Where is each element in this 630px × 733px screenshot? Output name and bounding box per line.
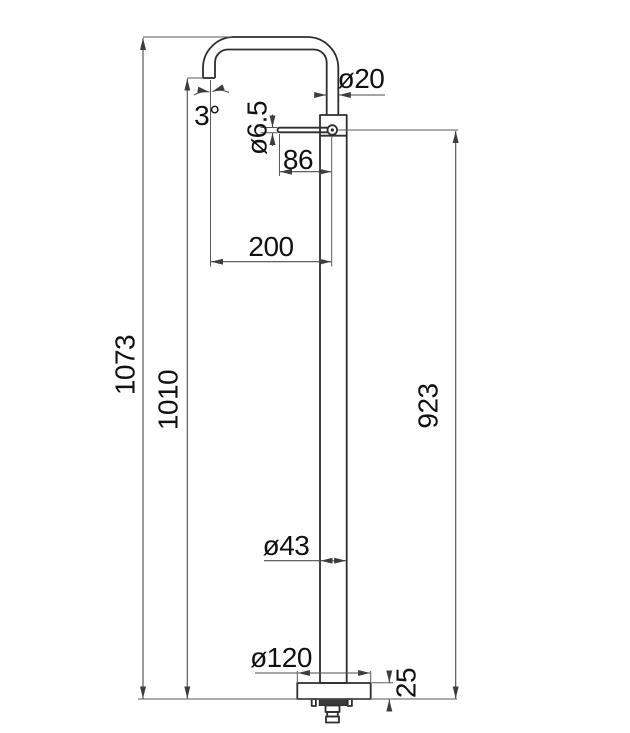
dim-lever-height: 923 <box>337 129 459 699</box>
base-plate <box>296 682 372 700</box>
dim-lever-rod-diameter-label: ø6.5 <box>241 101 272 155</box>
column <box>319 114 348 684</box>
dim-spout-outlet-height-label: 1010 <box>152 370 183 430</box>
dim-lever-rod-diameter: ø6.5 <box>241 101 278 155</box>
dim-spout-reach-label: 200 <box>248 231 293 262</box>
spout-inner-contour <box>214 48 328 115</box>
dim-lever-length: 86 <box>279 134 333 267</box>
underfloor-tab-left <box>310 698 317 707</box>
dim-spout-angle-label: 3° <box>194 100 220 131</box>
dim-column-diameter: ø43 <box>263 530 347 564</box>
dim-spout-tube-diameter: ø20 <box>314 63 385 98</box>
dim-lever-length-label: 86 <box>283 144 313 175</box>
dim-lever-height-label: 923 <box>412 383 443 428</box>
spout-outer-contour <box>202 36 340 115</box>
dim-total-height: 1073 <box>109 36 232 699</box>
drain-threaded-stub <box>324 704 341 724</box>
dim-spout-outlet-height: 1010 <box>152 77 203 699</box>
dim-spout-tube-diameter-label: ø20 <box>338 63 385 94</box>
lever-handle <box>276 126 332 134</box>
dim-base-plate-diameter-label: ø120 <box>250 642 312 673</box>
dim-total-height-label: 1073 <box>109 335 140 395</box>
dim-spout-reach: 200 <box>210 80 332 267</box>
dim-base-plate-diameter: ø120 <box>250 642 372 683</box>
dim-spout-angle: 3° <box>193 84 230 131</box>
faucet-body <box>202 36 372 724</box>
dim-base-plate-height-label: 25 <box>390 668 421 698</box>
dim-column-diameter-label: ø43 <box>263 530 310 561</box>
dim-base-plate-height: 25 <box>372 668 421 712</box>
underfloor-tab-right <box>346 698 353 707</box>
lever-pivot-center-dot <box>330 128 334 132</box>
